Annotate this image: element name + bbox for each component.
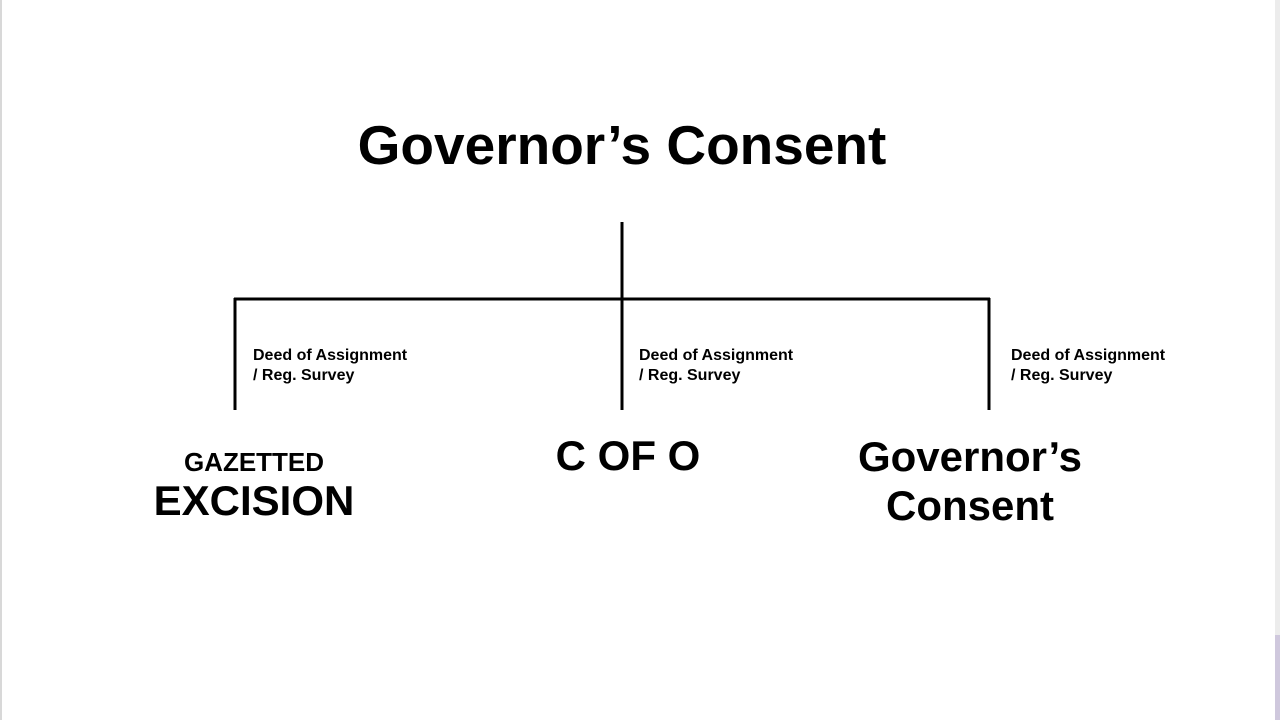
- edge-label-left-line1: Deed of Assignment: [253, 347, 408, 364]
- edge-label-middle-line1: Deed of Assignment: [639, 347, 794, 364]
- node-c-of-o: C OF O: [555, 432, 701, 479]
- edge-label-right-line2: / Reg. Survey: [1011, 367, 1113, 384]
- edge-label-left-line2: / Reg. Survey: [253, 367, 355, 384]
- node-gazetted-excision: GAZETTED EXCISION: [134, 447, 374, 525]
- window-edge-accent: [1275, 635, 1280, 720]
- edge-label-left: Deed of Assignment / Reg. Survey: [253, 346, 407, 386]
- edge-label-middle: Deed of Assignment / Reg. Survey: [639, 346, 793, 386]
- node-gazetted-excision-line2: EXCISION: [153, 477, 355, 524]
- node-governors-consent-line1: Governor’s: [857, 433, 1083, 480]
- node-governors-consent: Governor’s Consent: [820, 432, 1120, 530]
- diagram-title: Governor’s Consent: [357, 114, 887, 176]
- edge-label-middle-line2: / Reg. Survey: [639, 367, 741, 384]
- node-gazetted-excision-line1: GAZETTED: [183, 447, 325, 477]
- node-governors-consent-line2: Consent: [886, 482, 1054, 529]
- edge-label-right: Deed of Assignment / Reg. Survey: [1011, 346, 1165, 386]
- edge-label-right-line1: Deed of Assignment: [1011, 347, 1166, 364]
- window-edge: [1275, 0, 1280, 720]
